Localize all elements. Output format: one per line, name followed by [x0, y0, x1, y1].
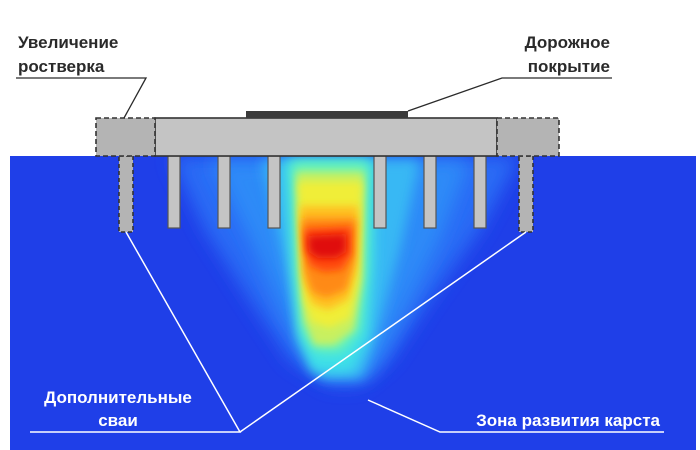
leader-grillage	[16, 77, 148, 119]
label-piles-line2: сваи	[98, 411, 138, 430]
leader-lines-white	[30, 231, 664, 433]
grillage-extension-left	[95, 117, 156, 157]
label-grillage-line1: Увеличение	[18, 33, 118, 52]
leader-piles-right	[239, 231, 527, 433]
label-piles-line1: Дополнительные	[44, 388, 192, 407]
existing-pile	[217, 155, 231, 229]
label-karst-zone: Зона развития карста	[476, 411, 660, 430]
label-pavement-line1: Дорожное	[525, 33, 610, 52]
existing-pile	[423, 155, 437, 229]
label-grillage-line2: ростверка	[18, 57, 105, 76]
additional-pile-right	[518, 155, 534, 233]
leader-pavement	[407, 77, 612, 112]
additional-pile-left	[118, 155, 134, 233]
existing-pile	[267, 155, 281, 229]
existing-pile	[473, 155, 487, 229]
road-pavement	[246, 111, 408, 118]
grillage-extension-right	[496, 117, 560, 157]
leader-lines	[16, 77, 612, 119]
leader-karst	[367, 399, 664, 433]
label-pavement-line2: покрытие	[528, 57, 610, 76]
existing-piles	[167, 155, 487, 229]
additional-piles	[118, 155, 534, 233]
existing-pile	[167, 155, 181, 229]
existing-pile	[373, 155, 387, 229]
existing-grillage	[154, 117, 498, 157]
